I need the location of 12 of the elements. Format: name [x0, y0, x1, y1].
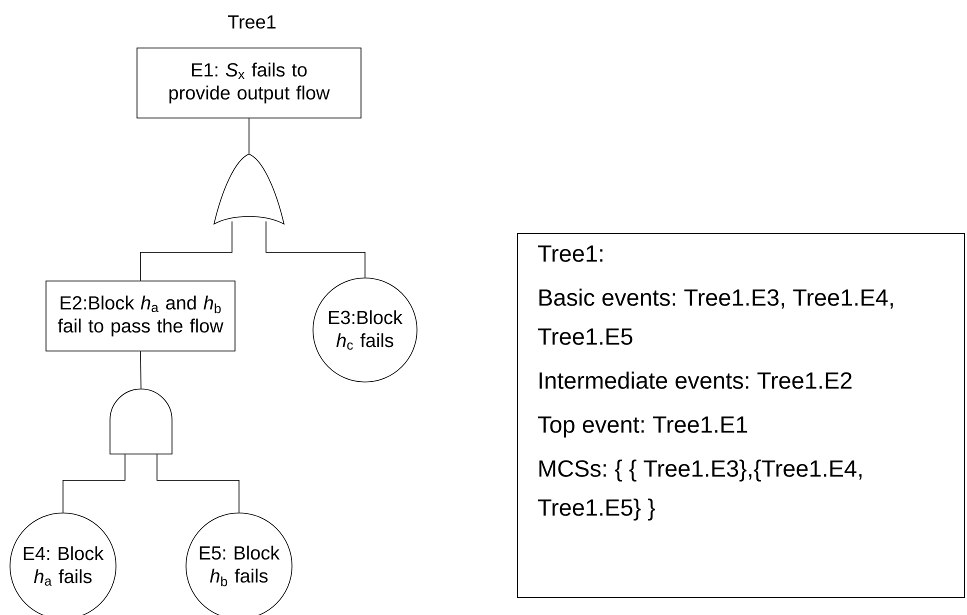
or-gate-symbol	[214, 154, 284, 224]
connector-line	[140, 221, 232, 281]
connector-line	[62, 454, 126, 513]
connector-line	[266, 221, 366, 278]
connector-line	[156, 454, 240, 513]
event-box: E1: S$_{x}$ fails to provide output flow	[136, 48, 362, 118]
and-gate-symbol	[110, 388, 172, 454]
event-box: E2:Block h$_{a}$ and h$_{b}$ fail to pass the flow	[46, 280, 236, 352]
summary-panel: Tree1: Basic events: Tree1.E3, Tree1.E4, Tree1.E5 Intermediate events: Tree1.E2 Top event: Tree1.E1 MCSs: { { Tree1.E3},{Tree1.E4, Tree1.E5} }	[517, 233, 965, 598]
tree-title: Tree1	[228, 15, 276, 29]
connector-line	[140, 351, 142, 389]
connector-line	[248, 118, 250, 154]
